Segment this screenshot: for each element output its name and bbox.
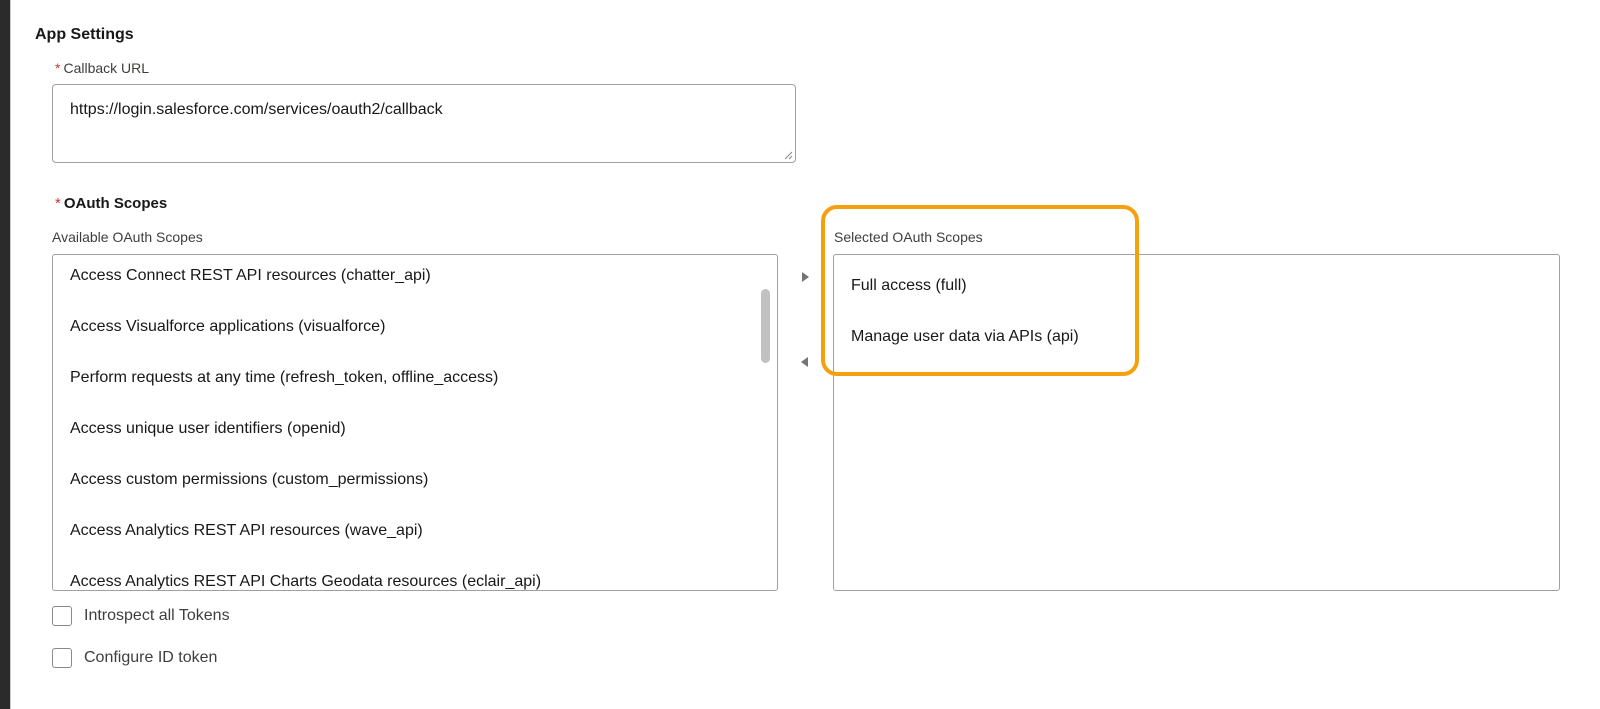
oauth-scopes-title: *OAuth Scopes [55, 195, 167, 212]
callback-url-value: https://login.salesforce.com/services/oa… [70, 101, 443, 118]
selected-scopes-listbox[interactable]: Full access (full) Manage user data via … [833, 254, 1560, 591]
resize-handle-icon[interactable] [783, 150, 793, 160]
available-scope-item[interactable]: Access unique user identifiers (openid) [70, 420, 346, 437]
app-settings-panel: App Settings *Callback URL https://login… [10, 0, 1600, 709]
available-scopes-listbox[interactable]: Access Connect REST API resources (chatt… [52, 254, 778, 591]
available-scope-item[interactable]: Access Visualforce applications (visualf… [70, 318, 386, 335]
checkbox-box[interactable] [52, 648, 72, 668]
required-marker: * [55, 60, 61, 76]
configure-id-token-checkbox[interactable]: Configure ID token [52, 648, 217, 668]
checkbox-box[interactable] [52, 606, 72, 626]
selected-scope-item[interactable]: Full access (full) [851, 277, 967, 294]
oauth-scopes-title-text: OAuth Scopes [63, 195, 168, 212]
selected-scope-item[interactable]: Manage user data via APIs (api) [851, 328, 1079, 345]
callback-url-label-text: Callback URL [63, 60, 150, 76]
callback-url-label: *Callback URL [55, 60, 149, 76]
available-scopes-label: Available OAuth Scopes [52, 229, 203, 245]
available-scope-item[interactable]: Perform requests at any time (refresh_to… [70, 369, 499, 386]
available-scope-item[interactable]: Access Connect REST API resources (chatt… [70, 267, 431, 284]
triangle-right-icon[interactable] [798, 270, 812, 284]
introspect-all-tokens-checkbox[interactable]: Introspect all Tokens [52, 606, 230, 626]
checkbox-label: Configure ID token [84, 649, 218, 666]
checkbox-label: Introspect all Tokens [84, 607, 230, 624]
selected-scopes-label: Selected OAuth Scopes [834, 229, 983, 245]
scrollbar-thumb[interactable] [761, 289, 770, 363]
callback-url-textarea[interactable]: https://login.salesforce.com/services/oa… [52, 84, 796, 163]
available-scope-item[interactable]: Access Analytics REST API Charts Geodata… [70, 573, 542, 590]
required-marker: * [55, 195, 61, 212]
triangle-left-icon[interactable] [798, 355, 812, 369]
available-scope-item[interactable]: Access Analytics REST API resources (wav… [70, 522, 423, 539]
available-scope-item[interactable]: Access custom permissions (custom_permis… [70, 471, 429, 488]
section-title: App Settings [35, 26, 134, 43]
